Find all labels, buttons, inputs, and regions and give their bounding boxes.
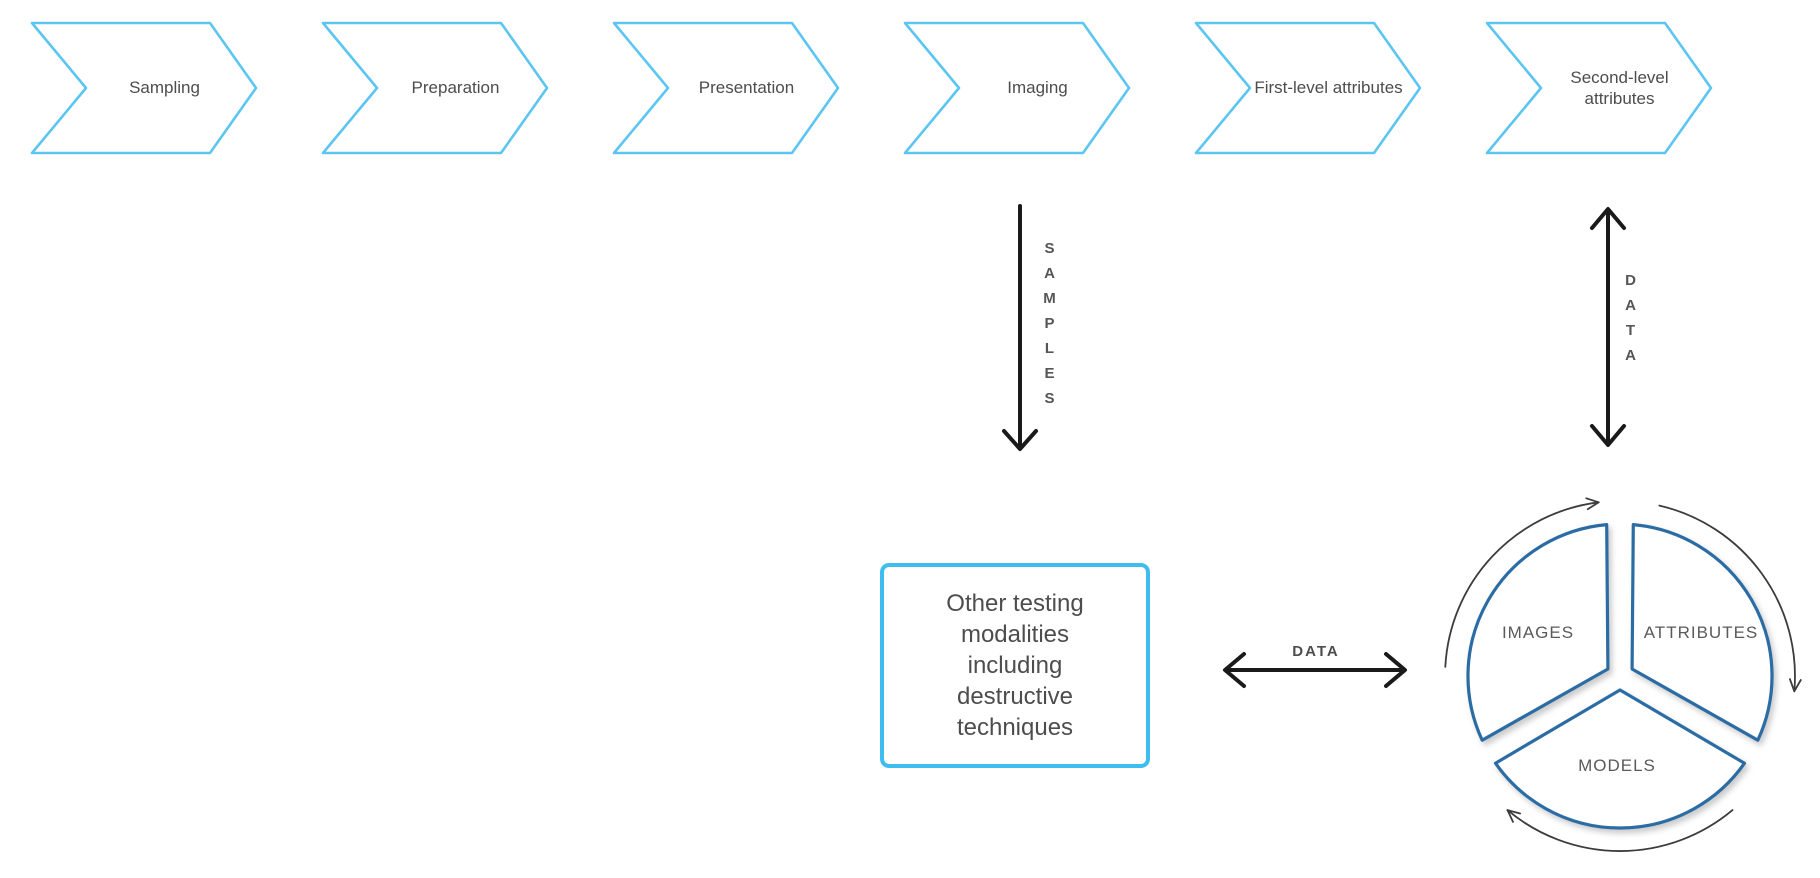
chevron-shape	[30, 21, 258, 155]
flow-step-imaging: Imaging	[903, 20, 1132, 156]
cycle-segment-images	[1466, 523, 1610, 742]
cycle-label-images: IMAGES	[1501, 623, 1575, 642]
rotation-arc-left-head-icon	[1585, 497, 1600, 511]
chevron-shape	[1194, 21, 1422, 155]
cycle-segment-models	[1493, 688, 1747, 830]
data-vertical-arrow-label: DATA	[1622, 272, 1639, 372]
samples-down-arrow	[1002, 204, 1038, 451]
chevron-shape	[321, 21, 549, 155]
chevron-shape	[903, 21, 1131, 155]
rotation-arc-bottom-head-icon	[1506, 809, 1521, 823]
chevron-shape	[1485, 21, 1713, 155]
data-horizontal-double-arrow	[1223, 652, 1407, 688]
cycle-wheel	[1466, 523, 1774, 830]
flow-step-label: Second-level attributes	[1570, 67, 1669, 108]
rotation-arc-right-head-icon	[1789, 678, 1802, 693]
rotation-arc-left-icon	[1444, 501, 1600, 668]
cycle-label-attributes: ATTRIBUTES	[1643, 623, 1759, 642]
data-horizontal-arrow-label: DATA	[1292, 643, 1340, 660]
rotation-arc-right-icon	[1658, 504, 1796, 693]
flow-step-label: Imaging	[1007, 78, 1068, 98]
cycle-rotation-arrows	[1444, 497, 1802, 852]
other-testing-box: Other testing modalities including destr…	[880, 563, 1150, 768]
flow-step-preparation: Preparation	[321, 20, 550, 156]
other-testing-box-text: Other testing modalities including destr…	[946, 590, 1084, 741]
flow-step-label: First-level attributes	[1254, 78, 1403, 98]
chevron-shape	[612, 21, 840, 155]
data-vertical-double-arrow	[1590, 207, 1626, 447]
flow-step-label: Sampling	[129, 78, 200, 98]
flow-step-sampling: Sampling	[30, 20, 259, 156]
flow-step-label: Presentation	[698, 78, 795, 98]
cycle-label-models: MODELS	[1578, 756, 1656, 775]
flow-step-first-level-attributes: First-level attributes	[1194, 20, 1423, 156]
rotation-arc-bottom-icon	[1506, 809, 1734, 852]
cycle-segment-attributes	[1630, 523, 1774, 742]
samples-arrow-label: SAMPLES	[1041, 240, 1058, 415]
flow-step-presentation: Presentation	[612, 20, 841, 156]
flow-step-second-level-attributes: Second-level attributes	[1485, 20, 1714, 156]
flow-step-label: Preparation	[411, 78, 500, 98]
